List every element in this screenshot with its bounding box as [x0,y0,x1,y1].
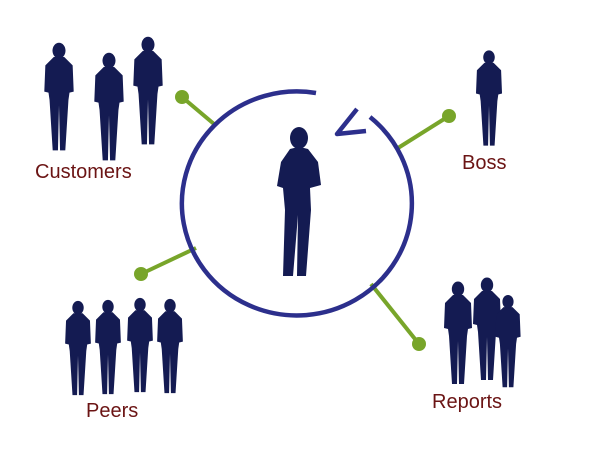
boss-figure [475,50,503,146]
self-figure [277,127,321,276]
connector-dot-reports [412,337,426,351]
peers-figures [65,297,183,396]
connector-boss [396,114,451,150]
customers-figures [44,36,163,161]
connector-reports [369,282,421,346]
reports-figures [444,277,521,388]
ring-arrowhead-icon [334,107,367,137]
connector-dot-peers [134,267,148,281]
connector-peers [140,246,197,276]
label-boss: Boss [462,152,506,174]
connector-dots [134,90,456,351]
connector-dot-boss [442,109,456,123]
label-reports: Reports [432,391,502,413]
connector-lines [140,95,451,346]
label-customers: Customers [35,161,132,183]
label-peers: Peers [86,400,138,422]
connector-dot-customers [175,90,189,104]
feedback-ring [179,89,415,318]
